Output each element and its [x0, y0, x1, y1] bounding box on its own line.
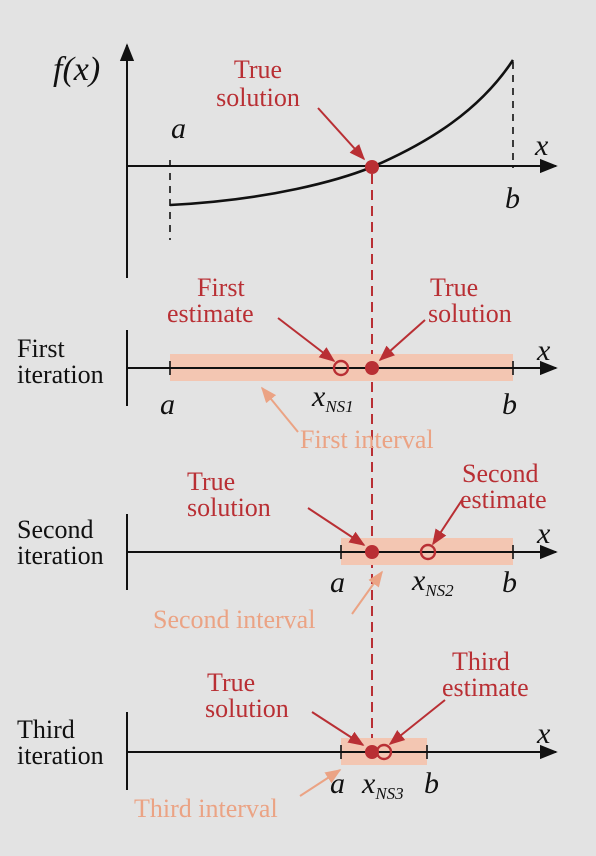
first-interval-label: First interval — [300, 425, 434, 454]
first-axis-label: x — [536, 334, 551, 367]
x-axis-label: x — [534, 129, 549, 162]
third-estimate-symbol: xNS3 — [361, 767, 404, 803]
top-true-label-line1: True — [234, 55, 282, 84]
second-estimate-arrow — [432, 499, 463, 546]
top-a-label: a — [171, 112, 186, 145]
third-iteration-name-line2: iteration — [17, 741, 104, 770]
third-estimate-marker — [375, 743, 393, 761]
first-interval-arrow — [260, 386, 299, 433]
third-true-arrow — [311, 711, 365, 746]
second-a-label: a — [330, 566, 345, 599]
second-estimate-label-line1: Second — [462, 459, 539, 488]
first-iteration-name-line2: iteration — [17, 360, 104, 389]
first-true-label-line1: True — [430, 273, 478, 302]
first-a-label: a — [160, 388, 175, 421]
second-iteration-name-line2: iteration — [17, 541, 104, 570]
third-estimate-label-line2: estimate — [442, 673, 529, 702]
third-b-label: b — [424, 767, 439, 800]
top-b-label: b — [505, 182, 520, 215]
third-interval-arrow — [299, 769, 342, 797]
third-true-solution-dot — [365, 745, 379, 759]
first-true-solution-dot — [365, 361, 379, 375]
third-interval-label: Third interval — [134, 794, 278, 823]
third-true-label-line1: True — [207, 668, 255, 697]
third-axis-label: x — [536, 717, 551, 750]
second-true-arrow — [307, 507, 366, 546]
second-axis-label: x — [536, 517, 551, 550]
first-estimate-label-line1: First — [197, 273, 245, 302]
first-b-label: b — [502, 388, 517, 421]
second-true-label-line2: solution — [187, 493, 271, 522]
function-plot: f(x) x a b True solution — [53, 43, 558, 278]
third-iteration: Third iteration x a b xNS3 True solution… — [17, 647, 558, 823]
top-true-arrow — [317, 107, 366, 161]
second-true-solution-dot — [365, 545, 379, 559]
second-interval-label: Second interval — [153, 605, 315, 634]
second-b-label: b — [502, 566, 517, 599]
second-interval-arrow — [351, 570, 383, 615]
third-estimate-arrow — [388, 699, 446, 745]
y-axis-label: f(x) — [53, 51, 100, 88]
first-estimate-symbol: xNS1 — [311, 380, 354, 416]
first-estimate-arrow — [277, 317, 336, 362]
first-iteration-name-line1: First — [17, 334, 65, 363]
third-iteration-name-line1: Third — [17, 715, 75, 744]
first-iteration: First iteration x a b xNS1 First estimat… — [17, 273, 558, 454]
second-true-label-line1: True — [187, 467, 235, 496]
first-estimate-label-line2: estimate — [167, 299, 254, 328]
second-estimate-marker — [419, 543, 437, 561]
second-estimate-symbol: xNS2 — [411, 564, 454, 600]
first-true-label-line2: solution — [428, 299, 512, 328]
top-true-solution-dot — [365, 160, 379, 174]
third-estimate-label-line1: Third — [452, 647, 510, 676]
first-true-arrow — [378, 319, 426, 362]
second-estimate-label-line2: estimate — [460, 485, 547, 514]
third-true-label-line2: solution — [205, 694, 289, 723]
top-true-label-line2: solution — [216, 83, 300, 112]
second-iteration: Second iteration x a b xNS2 True solutio… — [17, 459, 558, 634]
first-estimate-marker — [332, 359, 350, 377]
second-iteration-name-line1: Second — [17, 515, 94, 544]
